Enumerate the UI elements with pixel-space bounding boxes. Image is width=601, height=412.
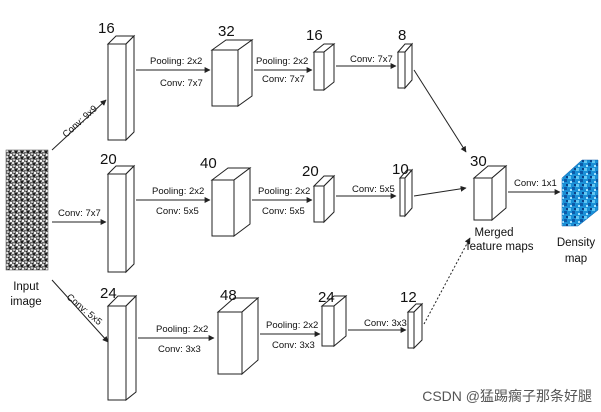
branch2-block4 bbox=[398, 168, 414, 218]
branch2-channels-2: 40 bbox=[200, 155, 217, 172]
branch1-op3-top: Conv: 7x7 bbox=[350, 54, 393, 65]
branch1-to-merge-arrow bbox=[413, 69, 467, 153]
branch1-block3 bbox=[312, 42, 336, 92]
branch1-block4 bbox=[396, 42, 414, 90]
branch1-op2-top: Pooling: 2x2 bbox=[256, 56, 308, 67]
branch1-op1-top: Pooling: 2x2 bbox=[150, 56, 202, 67]
branch1-input-arrow bbox=[51, 99, 107, 151]
branch2-channels-4: 10 bbox=[392, 161, 409, 178]
output-label-line2: map bbox=[565, 253, 587, 265]
merged-feature-maps-block bbox=[472, 164, 508, 222]
branch1-channels-4: 8 bbox=[398, 27, 406, 44]
branch2-block1 bbox=[106, 164, 136, 274]
branch3-block3 bbox=[320, 294, 348, 348]
branch3-op2-bottom: Conv: 3x3 bbox=[272, 340, 315, 351]
branch3-block4 bbox=[406, 302, 424, 350]
watermark: CSDN @猛踢瘸子那条好腿 bbox=[422, 388, 592, 404]
branch2-op1-top: Pooling: 2x2 bbox=[152, 186, 204, 197]
branch2-to-merge-arrow bbox=[413, 185, 467, 197]
branch1-op1-bottom: Conv: 7x7 bbox=[160, 78, 203, 89]
branch2-channels-1: 20 bbox=[100, 151, 117, 168]
branch3-op1-bottom: Conv: 3x3 bbox=[158, 344, 201, 355]
branch3-to-merge-arrow bbox=[423, 237, 471, 325]
branch1-first-conv-label: Conv: 9x9 bbox=[61, 103, 100, 140]
branch1-op2-bottom: Conv: 7x7 bbox=[262, 74, 305, 85]
merged-label-line2: feature maps bbox=[466, 241, 533, 253]
input-label-line1: Input bbox=[13, 281, 39, 293]
branch3-input-arrow bbox=[51, 279, 109, 343]
branch3-channels-4: 12 bbox=[400, 289, 417, 306]
branch2-channels-3: 20 bbox=[302, 163, 319, 180]
branch2-op3-top: Conv: 5x5 bbox=[352, 184, 395, 195]
output-label-line1: Density bbox=[557, 237, 596, 249]
branch3-channels-1: 24 bbox=[100, 285, 117, 302]
input-label-line2: image bbox=[10, 296, 41, 308]
final-conv-label: Conv: 1x1 bbox=[514, 178, 557, 189]
branch2-block2 bbox=[210, 167, 252, 237]
branch3-block2 bbox=[216, 296, 260, 376]
branch1-block2 bbox=[210, 39, 254, 107]
branch2-block3 bbox=[312, 174, 336, 224]
merged-channels: 30 bbox=[470, 153, 487, 170]
branch3-op2-top: Pooling: 2x2 bbox=[266, 320, 318, 331]
density-map-image bbox=[561, 159, 599, 227]
input-image bbox=[5, 149, 49, 271]
branch3-channels-2: 48 bbox=[220, 287, 237, 304]
branch3-block1 bbox=[106, 294, 138, 402]
branch1-channels-1: 16 bbox=[98, 20, 115, 37]
branch2-first-conv-label: Conv: 7x7 bbox=[58, 208, 101, 219]
branch3-first-conv-label: Conv: 5x5 bbox=[64, 292, 104, 328]
branch2-op2-top: Pooling: 2x2 bbox=[258, 186, 310, 197]
branch3-op1-top: Pooling: 2x2 bbox=[156, 324, 208, 335]
branch2-op2-bottom: Conv: 5x5 bbox=[262, 206, 305, 217]
branch3-op3-top: Conv: 3x3 bbox=[364, 318, 407, 329]
branch3-channels-3: 24 bbox=[318, 289, 335, 306]
branch1-block1 bbox=[106, 34, 136, 142]
branch1-channels-3: 16 bbox=[306, 27, 323, 44]
branch1-channels-2: 32 bbox=[218, 23, 235, 40]
merged-label-line1: Merged bbox=[475, 227, 514, 239]
branch2-op1-bottom: Conv: 5x5 bbox=[156, 206, 199, 217]
